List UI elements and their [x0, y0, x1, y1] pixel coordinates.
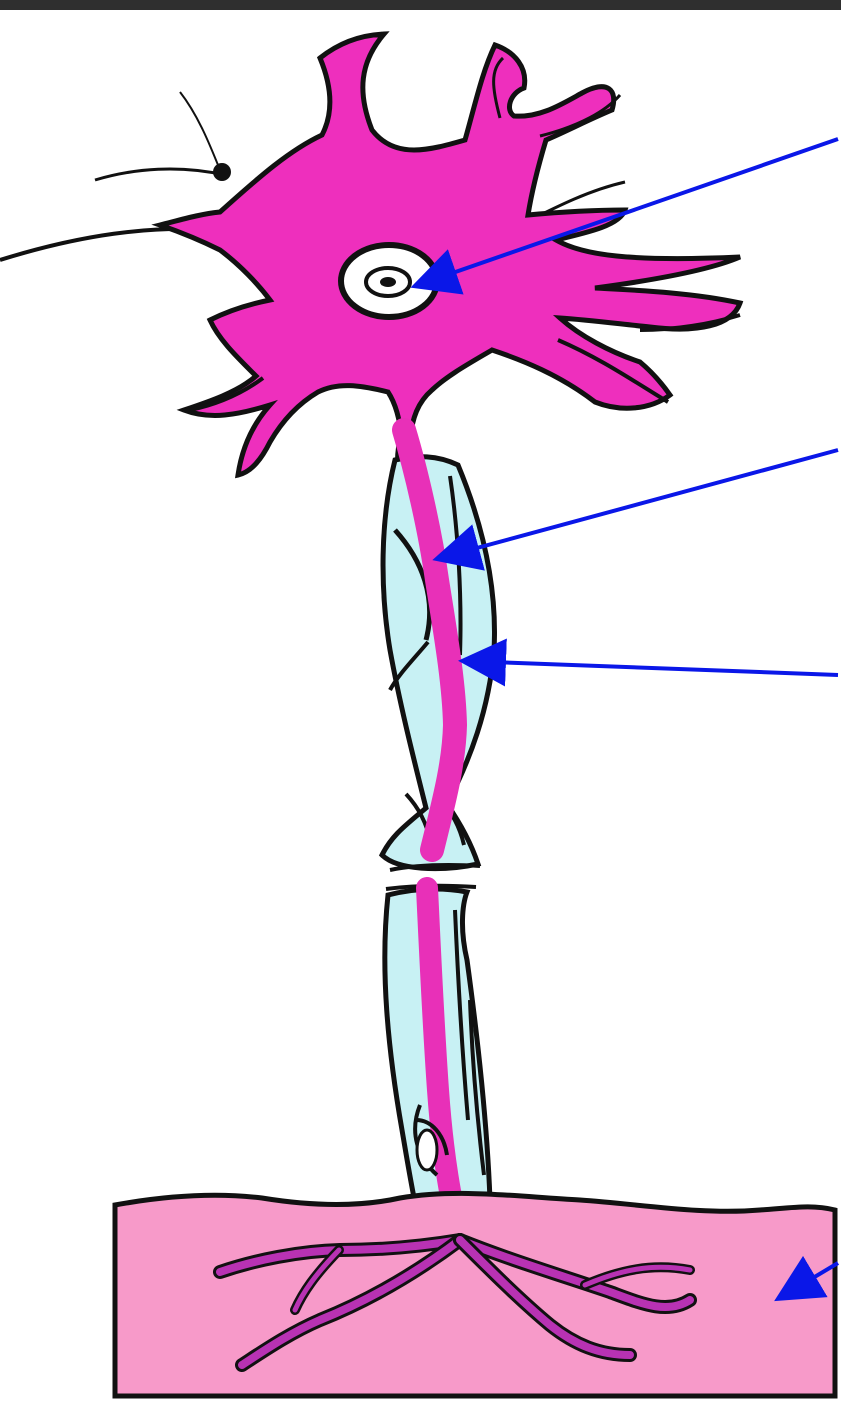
arrow-axon	[440, 450, 838, 558]
arrow-myelin	[466, 661, 838, 675]
muscle-fiber	[115, 1193, 835, 1396]
nucleus	[341, 245, 437, 317]
myelin-sheath-lower	[385, 888, 490, 1244]
cell-body	[160, 34, 740, 475]
